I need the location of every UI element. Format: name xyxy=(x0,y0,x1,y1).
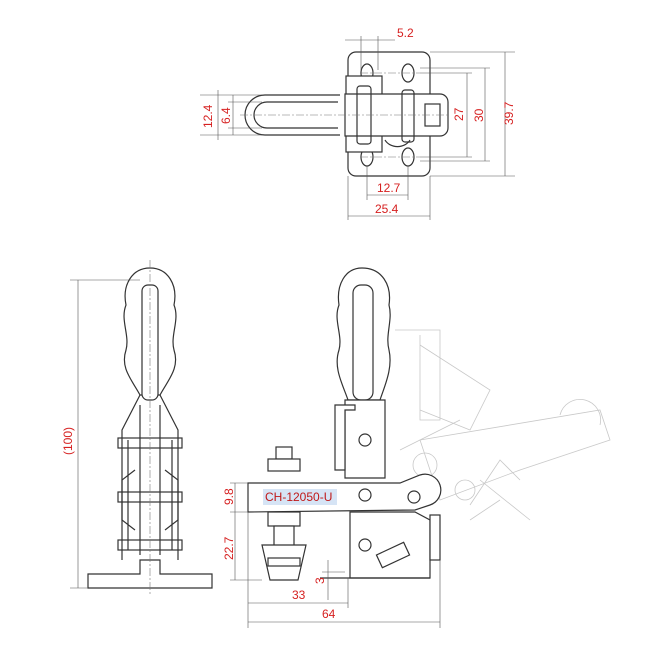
pivot xyxy=(358,433,372,447)
top-view: 5.2 39.7 30 27 12.4 6.4 12.7 25.4 xyxy=(200,26,516,220)
dim-base-width: 25.4 xyxy=(375,202,399,216)
front-handle-shaft xyxy=(352,284,374,401)
clamp-base xyxy=(349,511,431,579)
dim-overall-height: (100) xyxy=(61,427,75,455)
front-view: CH-12050-U 9.8 22.7 3 33 64 xyxy=(222,267,611,628)
model-label-highlight xyxy=(263,489,337,505)
handle-tab xyxy=(334,404,356,471)
handle-arm xyxy=(344,399,386,479)
side-links xyxy=(127,405,173,555)
spindle-hex xyxy=(267,557,301,567)
dim-base-thickness: 3 xyxy=(313,577,327,584)
link-arc xyxy=(384,139,411,148)
base-flange xyxy=(429,514,441,561)
pivot xyxy=(358,488,372,502)
dim-overall-length: 64 xyxy=(322,607,336,621)
pivot xyxy=(407,490,421,504)
spindle-tip xyxy=(275,446,293,460)
dim-spindle-height: 22.7 xyxy=(222,536,236,560)
dim-hole-spacing-horizontal: 12.7 xyxy=(377,181,401,195)
spindle-nut xyxy=(267,511,301,527)
spindle-nut xyxy=(267,458,301,472)
stop-block xyxy=(375,541,411,569)
pivot xyxy=(358,538,372,552)
dim-hole-span: 30 xyxy=(472,108,486,122)
side-view: (100) xyxy=(61,260,213,595)
dim-spindle-reach: 33 xyxy=(292,588,306,602)
dim-handle-outer-width: 12.4 xyxy=(201,104,215,128)
dim-handle-inner-width: 6.4 xyxy=(219,107,233,124)
dim-bar-height: 9.8 xyxy=(222,488,236,505)
dim-hole-spacing-vertical: 27 xyxy=(452,107,466,121)
model-label: CH-12050-U xyxy=(265,490,332,504)
dim-pin-offset: 5.2 xyxy=(397,26,414,40)
dim-base-length: 39.7 xyxy=(502,101,516,125)
